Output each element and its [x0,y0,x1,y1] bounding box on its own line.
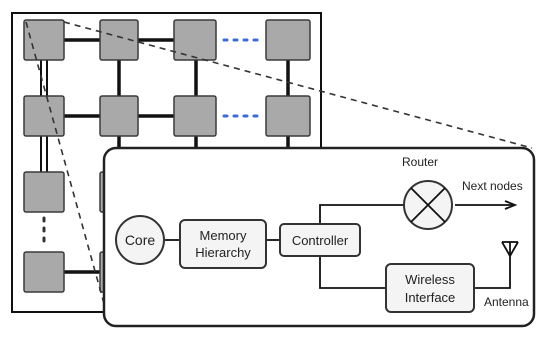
wireless-interface-label-line1: Wireless [405,272,455,287]
arrow-icon [504,200,518,210]
wire [319,256,386,289]
memory-hierarchy-block [179,219,267,269]
zoom-indicator-line [63,21,533,149]
controller-label: Controller [292,233,349,248]
mesh-node [23,19,65,61]
wireless-interface-label-line2: Interface [405,290,456,305]
wireless-interface-block [385,263,475,313]
mesh-node [99,95,139,137]
mesh-node [23,251,65,293]
memory-hierarchy-label-line2: Hierarchy [195,245,251,260]
mesh-node [265,95,311,137]
core-block [115,215,165,265]
router-cross [410,187,446,223]
controller-block [279,223,361,257]
mesh-node [173,95,217,137]
mesh-node [173,19,217,61]
next-nodes-label: Next nodes [462,179,523,193]
wire [474,256,511,289]
core-label: Core [125,232,156,248]
memory-hierarchy-label-line1: Memory [200,228,247,243]
wire [319,204,405,224]
mesh-node [265,19,311,61]
antenna-label: Antenna [484,295,529,309]
mesh-node [23,171,65,213]
zoom-indicator-line [25,21,109,319]
mesh-node [23,95,65,137]
antenna-icon [501,241,519,257]
router-label: Router [402,155,438,169]
mesh-node [99,19,139,61]
